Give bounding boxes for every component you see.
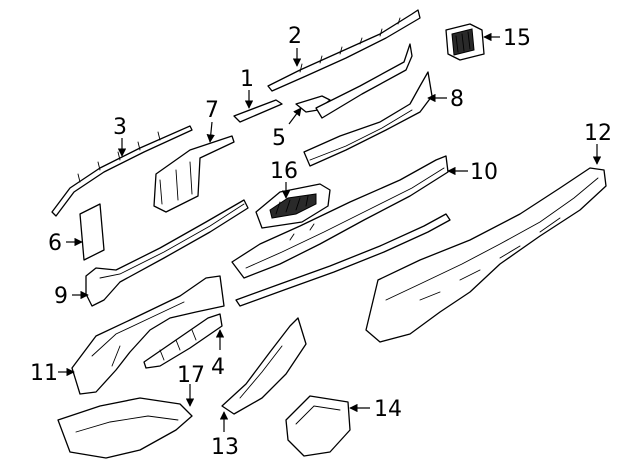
callout-5: 5 [272, 126, 286, 151]
callout-17: 17 [177, 363, 205, 388]
callout-2: 2 [288, 24, 302, 49]
callout-12: 12 [584, 121, 612, 146]
part-11-left-dash-frame [71, 275, 225, 395]
leader-lines [58, 32, 602, 432]
part-8-upper-dash-panel [303, 43, 433, 167]
part-12-right-carrier [365, 167, 607, 343]
callout-8: 8 [450, 87, 464, 112]
callout-13: 13 [211, 435, 239, 460]
part-7-left-side-panel [153, 135, 235, 213]
callout-3: 3 [113, 115, 127, 140]
part-17-lower-bracket [57, 397, 193, 459]
part-15-switch-module [445, 23, 485, 61]
part-2-upper-trim-strip [267, 9, 421, 92]
part-14-glovebox [285, 395, 351, 457]
part-16-center-air-vent [255, 183, 331, 229]
callout-11: 11 [30, 361, 58, 386]
callout-14: 14 [374, 397, 402, 422]
callout-10: 10 [470, 160, 498, 185]
callout-4: 4 [211, 355, 225, 380]
callout-9: 9 [54, 284, 68, 309]
part-mid-retainer-strip [235, 213, 451, 307]
callout-1: 1 [240, 67, 254, 92]
callout-15: 15 [503, 26, 531, 51]
part-4-bracket [143, 313, 223, 369]
part-9-curved-left-trim [85, 199, 249, 307]
callout-7: 7 [205, 98, 219, 123]
callout-16: 16 [270, 159, 298, 184]
callout-labels: 1 2 3 4 5 6 7 8 9 10 11 12 13 14 15 16 1… [30, 24, 612, 460]
part-13-lower-console [221, 317, 307, 415]
part-6-side-pad [79, 203, 105, 261]
callout-6: 6 [48, 231, 62, 256]
part-1-small-bezel [233, 99, 283, 123]
part-10-main-dash-panel [231, 155, 449, 279]
